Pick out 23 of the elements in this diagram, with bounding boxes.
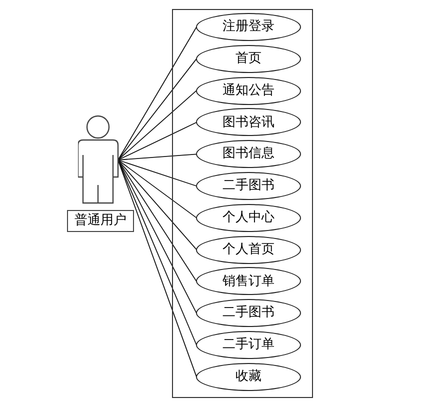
association-line	[118, 160, 197, 186]
association-line	[118, 26, 197, 160]
association-line	[118, 154, 197, 160]
use-case-ellipse: 收藏	[196, 362, 301, 391]
actor-label: 普通用户	[67, 210, 134, 232]
association-line	[118, 122, 197, 160]
association-line	[118, 58, 197, 160]
use-case-ellipse: 个人中心	[196, 204, 301, 232]
use-case-ellipse: 注册登录	[196, 13, 301, 41]
system-boundary	[172, 9, 313, 398]
use-case-ellipse: 个人首页	[196, 236, 301, 264]
use-case-ellipse: 二手图书	[196, 172, 301, 200]
association-line	[118, 90, 197, 160]
association-line	[118, 160, 197, 250]
use-case-ellipse: 通知公告	[196, 76, 301, 105]
use-case-ellipse: 图书咨讯	[196, 108, 301, 136]
use-case-ellipse: 首页	[196, 44, 301, 73]
use-case-ellipse: 图书信息	[196, 140, 301, 168]
association-line	[118, 160, 197, 218]
association-line	[118, 160, 197, 282]
use-case-ellipse: 二手图书	[196, 299, 301, 328]
use-case-ellipse: 二手订单	[196, 331, 301, 359]
use-case-ellipse: 销售订单	[196, 267, 301, 296]
